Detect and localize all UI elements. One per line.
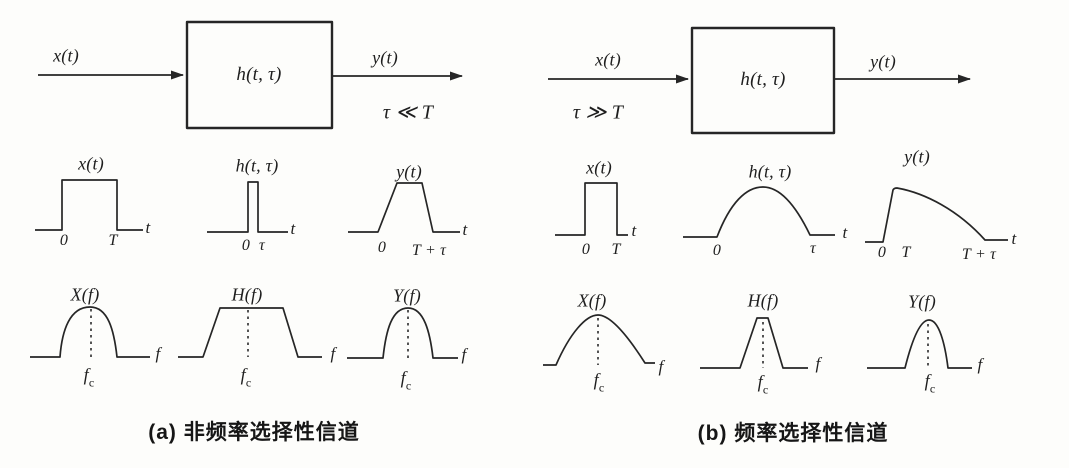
freq-axis-label: f: [815, 354, 821, 373]
panel-b-freq-Yf-plot: [867, 319, 972, 369]
fc-base: f: [924, 370, 930, 391]
tick-zero: 0: [581, 241, 591, 258]
freq-axis-label: f: [330, 344, 336, 363]
fc-base: f: [240, 364, 246, 385]
fc-subscript: c: [88, 375, 95, 390]
plot-title: x(t): [586, 157, 612, 178]
xt-waveform: [555, 182, 628, 236]
tick-T: T: [901, 244, 911, 261]
panel-a-time-yt-plot: [348, 182, 460, 233]
fc-tick: fc: [925, 371, 936, 396]
tick-zero: 0: [712, 242, 722, 259]
fc-tick: fc: [84, 365, 95, 390]
plot-title: Y(f): [393, 285, 421, 306]
panel-b-time-yt-plot: [865, 187, 1008, 243]
time-axis-label: t: [290, 219, 296, 238]
tick-tau: τ: [259, 237, 265, 254]
fc-base: f: [593, 369, 599, 390]
fc-tick: fc: [594, 370, 605, 395]
panel-b-block-diagram: [548, 26, 971, 135]
time-axis-label: t: [462, 220, 468, 239]
channel-box: [185, 20, 334, 130]
panel-b-caption: (b) 频率选择性信道: [697, 422, 889, 445]
panel-a-block-diagram: [38, 20, 463, 130]
panel-a-caption: (a) 非频率选择性信道: [148, 421, 360, 444]
freq-axis-label: f: [155, 344, 161, 363]
plot-title: X(f): [70, 284, 100, 305]
tick-T: T: [108, 232, 118, 249]
time-axis-label: t: [631, 221, 637, 240]
tick-T: T: [611, 241, 621, 258]
output-signal-label: y(t): [870, 51, 896, 72]
panel-a-freq-Yf-plot: [347, 307, 458, 359]
fc-tick: fc: [401, 368, 412, 393]
time-axis-label: t: [842, 223, 848, 242]
panel-b-time-xt-plot: [555, 182, 628, 236]
delay-condition-label: τ ≪ T: [382, 101, 434, 124]
channel-box: [690, 26, 836, 135]
plot-title: x(t): [78, 153, 104, 174]
tick-zero: 0: [377, 239, 387, 256]
tick-zero: 0: [877, 244, 887, 261]
fc-subscript: c: [762, 382, 769, 397]
plot-title: h(t, τ): [235, 155, 279, 176]
panel-b-freq-Xf-plot: [543, 314, 655, 366]
yt-waveform: [348, 182, 460, 233]
plot-title: y(t): [396, 161, 422, 182]
tick-T-plus-tau: T + τ: [411, 242, 447, 259]
xt-waveform: [35, 179, 143, 231]
channel-box-label: h(t, τ): [236, 64, 282, 85]
panel-a-freq-Xf-plot: [30, 306, 150, 358]
Yf-spectrum: [347, 307, 458, 359]
plot-title: h(t, τ): [748, 161, 792, 182]
fc-base: f: [757, 371, 763, 392]
freq-axis-label: f: [658, 357, 664, 376]
channel-box-label: h(t, τ): [740, 69, 786, 90]
plot-title: H(f): [231, 284, 263, 305]
plot-title: H(f): [747, 290, 779, 311]
delay-condition-label: τ ≫ T: [572, 101, 624, 124]
fc-subscript: c: [929, 381, 936, 396]
fc-subscript: c: [245, 375, 252, 390]
plot-title: y(t): [904, 146, 930, 167]
panel-a-time-xt-plot: [35, 179, 143, 231]
panel-b-freq-Hf-plot: [700, 317, 808, 369]
Xf-spectrum: [30, 306, 150, 358]
yt-waveform: [865, 187, 1008, 243]
Yf-spectrum: [867, 319, 972, 369]
freq-axis-label: f: [977, 355, 983, 374]
input-signal-label: x(t): [53, 45, 79, 66]
tick-zero: 0: [241, 237, 251, 254]
plot-title: Y(f): [908, 291, 936, 312]
Xf-spectrum: [543, 314, 655, 366]
output-signal-label: y(t): [372, 47, 398, 68]
tick-T-plus-tau: T + τ: [961, 246, 997, 263]
fc-base: f: [400, 367, 406, 388]
panel-a-time-ht-plot: [207, 181, 288, 233]
panel-b-time-ht-plot: [683, 186, 835, 238]
Hf-spectrum: [178, 307, 322, 358]
plot-title: X(f): [577, 290, 607, 311]
ht-waveform: [683, 186, 835, 238]
fc-tick: fc: [241, 365, 252, 390]
fc-base: f: [83, 364, 89, 385]
freq-axis-label: f: [461, 345, 467, 364]
fc-subscript: c: [598, 380, 605, 395]
tick-tau: τ: [810, 240, 816, 257]
panel-a-freq-Hf-plot: [178, 307, 322, 358]
Hf-spectrum: [700, 317, 808, 369]
input-signal-label: x(t): [595, 49, 621, 70]
time-axis-label: t: [145, 218, 151, 237]
tick-zero: 0: [59, 232, 69, 249]
fc-subscript: c: [405, 378, 412, 393]
fc-tick: fc: [758, 372, 769, 397]
ht-waveform: [207, 181, 288, 233]
time-axis-label: t: [1011, 229, 1017, 248]
